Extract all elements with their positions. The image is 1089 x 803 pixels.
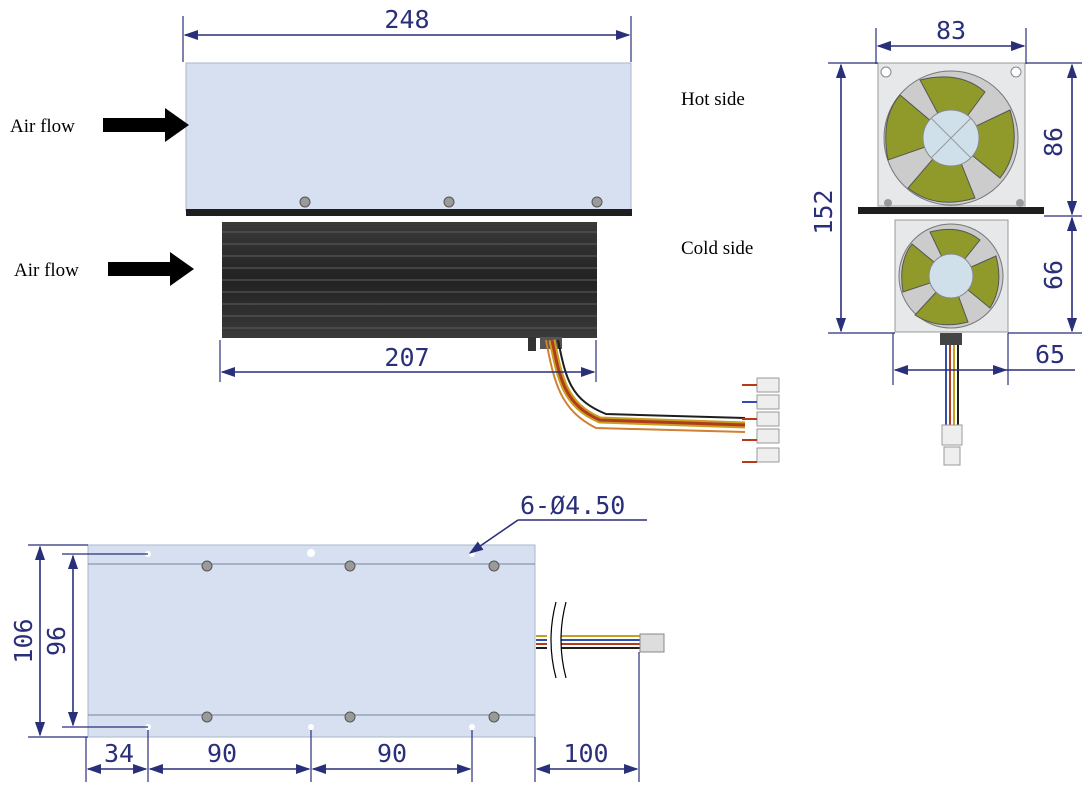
corner-hole [880,66,892,78]
dimension-207: 207 [384,343,429,372]
dimension-90-second: 90 [377,739,407,768]
screw-icon [488,560,500,572]
air-flow-label-top: Air flow [10,116,75,137]
dimension-66: 66 [1039,260,1068,290]
front-view: 248 [10,5,780,463]
dimension-83: 83 [936,16,966,45]
screw-icon [299,196,311,208]
dimension-90-first: 90 [207,739,237,768]
dimension-248: 248 [384,5,429,34]
dimension-65: 65 [1035,340,1065,369]
hot-side-label: Hot side [681,89,745,110]
screw-icon [884,199,892,207]
side-view: 83 [809,16,1082,466]
wire-harness [545,339,746,433]
air-flow-label-bottom: Air flow [14,260,79,281]
air-flow-arrow-icon [103,108,189,142]
mount-hole [307,549,315,557]
hot-side-plate [185,62,632,212]
cable-gland [528,337,536,351]
dimension-34: 34 [104,739,134,768]
dimension-152: 152 [809,189,838,234]
screw-icon [201,711,213,723]
base-cable [536,600,665,679]
mounting-flange [186,209,632,216]
side-flange [858,207,1044,214]
mount-hole [308,724,314,730]
screw-icon [488,711,500,723]
dimension-106: 106 [9,618,38,663]
base-plate [87,544,536,738]
mount-hole [469,724,475,730]
cold-fan-icon [898,223,1004,329]
corner-hole [1010,66,1022,78]
cold-side-heatsink [222,222,597,338]
side-wire-harness [941,345,963,466]
cold-side-label: Cold side [681,238,753,259]
screw-icon [443,196,455,208]
screw-icon [201,560,213,572]
screw-icon [344,711,356,723]
wire-connectors [742,377,780,463]
screw-icon [344,560,356,572]
screw-icon [1016,199,1024,207]
hole-callout: 6-Ø4.50 [520,491,625,520]
dimension-86: 86 [1039,127,1068,157]
hot-fan-icon [883,70,1019,206]
hole-callout-leader [468,519,519,554]
air-flow-arrow-icon [108,252,194,286]
base-view: 6-Ø4.50 106 96 34 90 [9,491,665,782]
cable-gland [940,333,962,345]
screw-icon [591,196,603,208]
dimension-96: 96 [42,626,71,656]
dimension-100: 100 [563,739,608,768]
